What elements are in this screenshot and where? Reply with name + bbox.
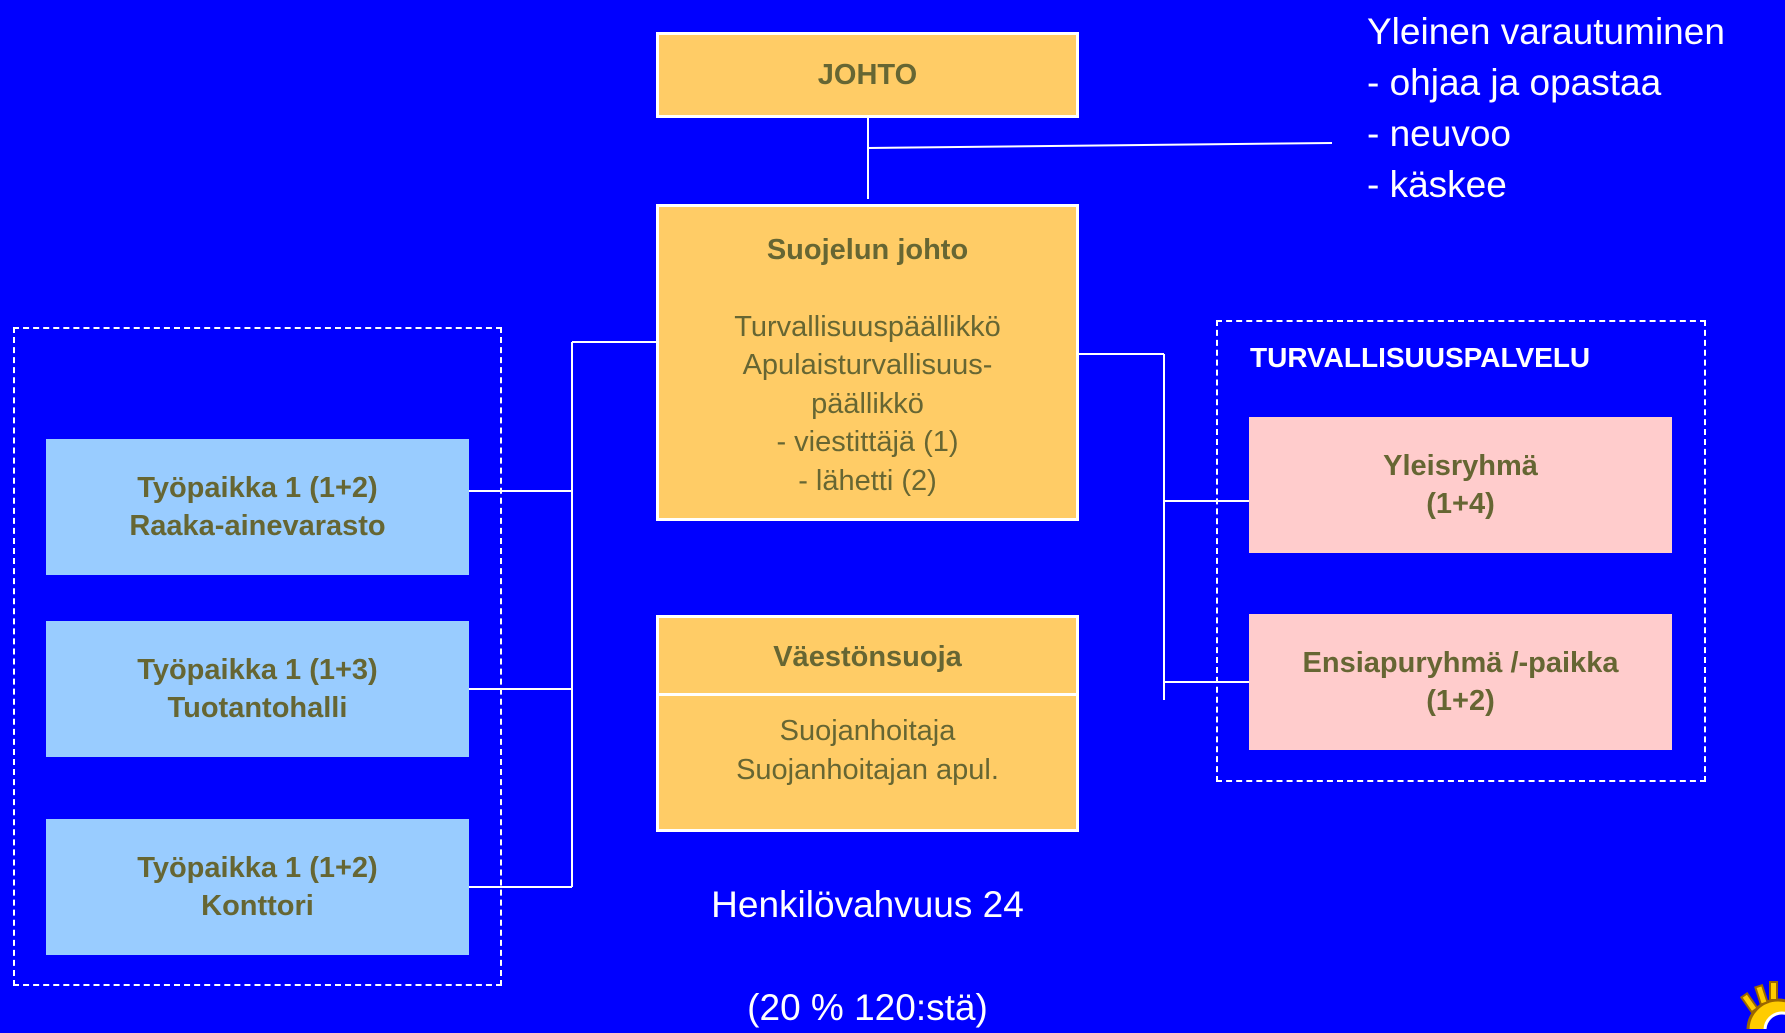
workplaces-frame <box>13 327 502 986</box>
note-item: - käskee <box>1367 164 1507 205</box>
security-group-box: Yleisryhmä (1+4) <box>1249 417 1672 553</box>
johto-box: JOHTO <box>656 32 1079 118</box>
connector-johto-note <box>867 142 1333 149</box>
security-group-name: Ensiapuryhmä /-paikka <box>1302 647 1619 679</box>
workplace-box: Työpaikka 1 (1+2) Konttori <box>46 819 469 955</box>
workplace-name: Työpaikka 1 (1+3) <box>137 654 378 686</box>
vaestonsuoja-box: Väestönsuoja Suojanhoitaja Suojanhoitaja… <box>656 615 1079 832</box>
vaestonsuoja-title: Väestönsuoja <box>659 618 1076 696</box>
workplace-location: Tuotantohalli <box>167 692 348 724</box>
security-group-count: (1+4) <box>1426 488 1495 520</box>
staffing-note: (20 % 120:stä) <box>747 987 988 1028</box>
suojelun-johto-line: päällikkö <box>811 387 924 420</box>
note-title: Yleinen varautuminen <box>1367 11 1725 52</box>
workplace-location: Raaka-ainevarasto <box>129 510 386 542</box>
turvallisuuspalvelu-title: TURVALLISUUSPALVELU <box>1250 342 1591 373</box>
security-group-name: Yleisryhmä <box>1383 450 1538 482</box>
vaestonsuoja-line: Suojanhoitaja <box>779 715 956 747</box>
johto-label: JOHTO <box>817 59 918 91</box>
security-group-count: (1+2) <box>1426 685 1495 717</box>
security-group-box: Ensiapuryhmä /-paikka (1+2) <box>1249 614 1672 750</box>
suojelun-johto-line: Turvallisuuspäällikkö <box>734 310 1001 343</box>
logo-icon <box>1739 981 1785 1029</box>
suojelun-johto-line: - viestittäjä (1) <box>776 426 959 458</box>
note: Yleinen varautuminen - ohjaa ja opastaa … <box>1367 6 1725 210</box>
staffing-total: Henkilövahvuus 24 <box>711 884 1024 925</box>
note-item: - ohjaa ja opastaa <box>1367 62 1662 103</box>
workplace-name: Työpaikka 1 (1+2) <box>137 472 378 504</box>
workplace-location: Konttori <box>201 890 314 922</box>
vaestonsuoja-line: Suojanhoitajan apul. <box>736 754 999 786</box>
note-item: - neuvoo <box>1367 113 1511 154</box>
suojelun-johto-line: Apulaisturvallisuus- <box>742 349 993 381</box>
workplace-box: Työpaikka 1 (1+2) Raaka-ainevarasto <box>46 439 469 575</box>
workplace-name: Työpaikka 1 (1+2) <box>137 852 378 884</box>
suojelun-johto-line: - lähetti (2) <box>798 464 937 497</box>
suojelun-johto-box: Suojelun johto Turvallisuuspäällikkö Apu… <box>656 204 1079 521</box>
workplace-box: Työpaikka 1 (1+3) Tuotantohalli <box>46 621 469 757</box>
turvallisuuspalvelu-frame <box>1216 320 1706 782</box>
suojelun-johto-title: Suojelun johto <box>766 234 969 266</box>
